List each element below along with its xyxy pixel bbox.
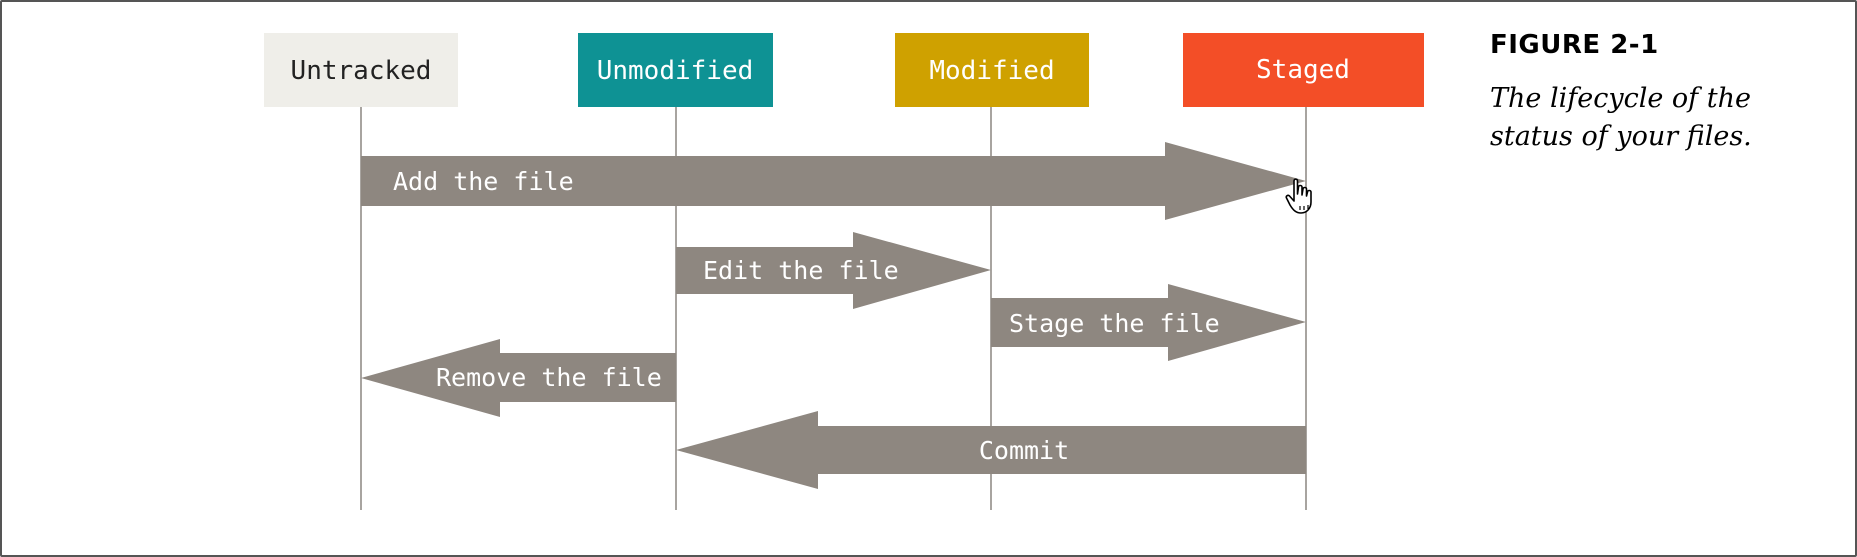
arrow-shape-edit — [676, 232, 991, 309]
state-staged: Staged — [1183, 33, 1424, 107]
state-box-unmodified — [578, 33, 773, 107]
state-untracked: Untracked — [264, 33, 458, 107]
hand-pointer-icon — [1285, 178, 1312, 214]
state-box-staged — [1183, 33, 1424, 107]
arrow-label-add: Add the file — [393, 167, 574, 196]
figure-description: The lifecycle of the status of your file… — [1490, 83, 1752, 152]
arrow-shape-commit — [676, 411, 1306, 489]
state-unmodified: Unmodified — [578, 33, 773, 107]
arrow-edit-the-file: Edit the file — [676, 232, 991, 309]
state-label-modified: Modified — [929, 56, 1054, 86]
state-modified: Modified — [895, 33, 1089, 107]
state-box-modified — [895, 33, 1089, 107]
arrow-shape-add — [361, 142, 1306, 220]
arrow-label-stage: Stage the file — [1009, 309, 1220, 338]
arrow-shape-stage — [991, 284, 1306, 361]
arrow-commit: Commit — [676, 411, 1306, 489]
figure-title: FIGURE 2-1 — [1490, 30, 1659, 60]
figure-caption: FIGURE 2-1 The lifecycle of the status o… — [1490, 30, 1830, 156]
arrow-remove-the-file: Remove the file — [361, 339, 676, 417]
arrow-add-the-file: Add the file — [361, 142, 1306, 220]
arrow-label-edit: Edit the file — [703, 256, 899, 285]
state-box-untracked — [264, 33, 458, 107]
arrow-label-commit: Commit — [979, 436, 1069, 465]
state-label-staged: Staged — [1256, 55, 1350, 85]
state-label-untracked: Untracked — [291, 56, 432, 86]
arrow-label-remove: Remove the file — [436, 363, 662, 392]
arrow-shape-remove — [361, 339, 676, 417]
arrow-stage-the-file: Stage the file — [991, 284, 1306, 361]
state-label-unmodified: Unmodified — [597, 56, 754, 86]
